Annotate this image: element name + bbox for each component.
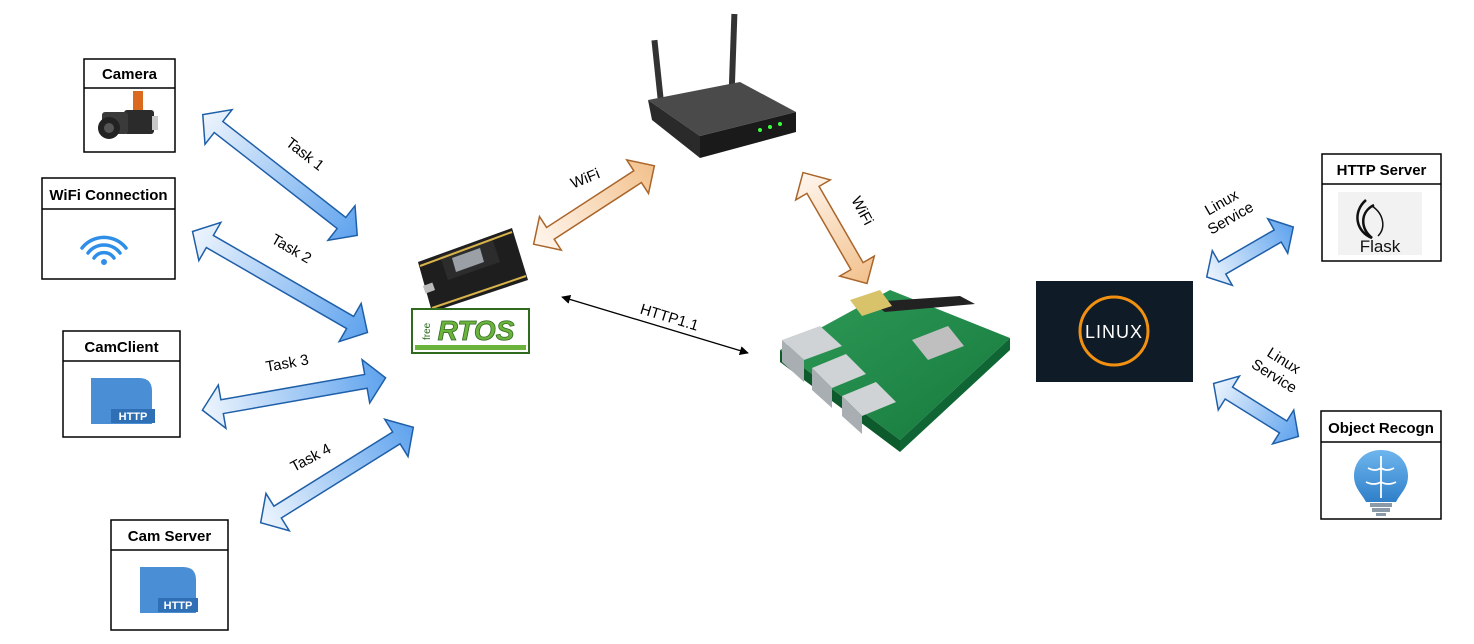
router-icon <box>648 13 796 158</box>
task3-label: Task 3 <box>264 351 310 375</box>
task2-label: Task 2 <box>268 231 314 267</box>
raspberry-pi-board <box>780 290 1010 452</box>
camclient-box-title: CamClient <box>84 339 158 356</box>
linux-service-http-label: Linux Service <box>1202 186 1257 238</box>
http-badge-text: HTTP <box>164 600 193 612</box>
flask-logo: Flask <box>1338 192 1422 256</box>
http-server-box: HTTP Server Flask <box>1321 153 1442 262</box>
freertos-logo: free RTOS <box>411 308 530 354</box>
task4-label: Task 4 <box>288 440 334 475</box>
wifi-router-pi-label: WiFi <box>847 194 876 228</box>
wifi-connection-box: WiFi Connection <box>41 177 176 280</box>
task2-arrow <box>191 221 369 343</box>
wifi-esp-router-arrow <box>532 158 656 252</box>
linux-logo-text: LINUX <box>1085 322 1143 342</box>
linux-service-recogn-arrow <box>1212 374 1300 446</box>
linux-logo: LINUX <box>1036 281 1193 382</box>
cam-server-box: Cam Server HTTP <box>110 519 229 631</box>
freertos-free-text: free <box>422 322 433 340</box>
linux-service-recogn-label: Linux Service <box>1248 344 1303 396</box>
wifi-esp-router-label: WiFi <box>568 165 602 192</box>
object-recognition-box: Object Recogn <box>1320 410 1442 520</box>
http-file-icon: HTTP <box>140 567 198 613</box>
http-connection-arrow <box>561 295 749 355</box>
camera-box: Camera <box>83 58 176 153</box>
task3-arrow <box>201 357 387 431</box>
camera-box-title: Camera <box>102 66 158 83</box>
camclient-box: CamClient HTTP <box>62 330 181 438</box>
linux-service-http-arrow <box>1205 217 1295 287</box>
task1-arrow <box>201 108 359 242</box>
esp32-board <box>418 228 528 312</box>
cam-server-box-title: Cam Server <box>128 528 212 545</box>
http-badge-text: HTTP <box>119 411 148 423</box>
http-file-icon: HTTP <box>91 378 155 424</box>
wifi-icon <box>80 235 128 265</box>
freertos-rtos-text: RTOS <box>438 315 515 346</box>
object-recognition-box-title: Object Recogn <box>1328 420 1434 437</box>
task4-arrow <box>259 418 415 532</box>
task1-label: Task 1 <box>282 134 327 174</box>
http-server-box-title: HTTP Server <box>1337 162 1427 179</box>
flask-logo-text: Flask <box>1360 237 1401 256</box>
wifi-router-pi-arrow <box>794 171 876 285</box>
camera-icon <box>98 91 158 139</box>
brain-bulb-icon <box>1354 450 1408 516</box>
wifi-connection-box-title: WiFi Connection <box>49 187 167 204</box>
